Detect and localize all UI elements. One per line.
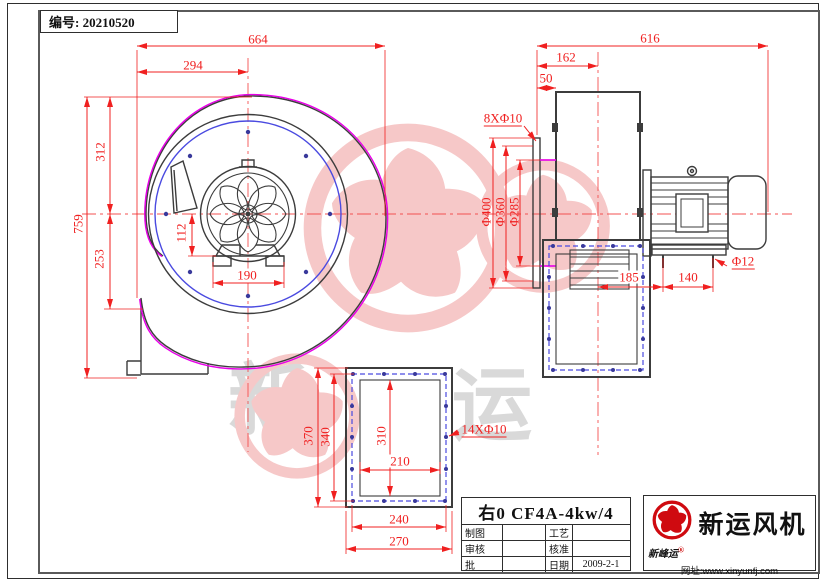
dim-flange-inner-height: 310 bbox=[373, 425, 389, 447]
dim-front-center-to-outlet: 253 bbox=[91, 249, 107, 269]
dim-inlet-flange-od: Φ400 bbox=[478, 197, 494, 227]
motor-top-lug bbox=[239, 159, 257, 168]
dim-side-inlet-to-center: 162 bbox=[556, 49, 576, 65]
dim-flange-bolt-spec: 14XΦ10 bbox=[461, 421, 507, 438]
outlet-flange-face-view bbox=[345, 367, 453, 508]
dim-inlet-bolt-spec: 8XΦ10 bbox=[483, 110, 523, 127]
outlet-bolt-line-side bbox=[547, 244, 645, 372]
watermark-char-yun: 运 bbox=[452, 361, 532, 450]
logo-block: 新运风机 新峰运® 网址:www.xinyunfj.com bbox=[643, 495, 816, 577]
dim-front-foot-span: 190 bbox=[236, 267, 258, 283]
casing-bolt-bumps bbox=[552, 123, 643, 217]
fan-logo-icon bbox=[652, 500, 692, 540]
title-block-label-drafter: 制图 bbox=[462, 525, 503, 540]
inlet-bolt-dots bbox=[163, 129, 333, 299]
side-view bbox=[532, 91, 767, 378]
brand-name: 新运风机 bbox=[698, 510, 807, 539]
dim-front-overall-width: 664 bbox=[248, 31, 268, 47]
dim-inlet-bolt-circle: Φ360 bbox=[492, 197, 508, 227]
dim-front-top-to-center: 312 bbox=[92, 142, 108, 162]
website-url: 网址:www.xinyunfj.com bbox=[680, 566, 779, 577]
sheet-inner-border bbox=[38, 10, 820, 574]
registered-mark: ® bbox=[678, 545, 684, 555]
dim-flange-bolt-height: 340 bbox=[317, 427, 333, 447]
title-block-value bbox=[503, 541, 546, 556]
title-block-value bbox=[503, 525, 546, 540]
inlet-bolt-circle bbox=[154, 120, 342, 308]
outlet-flange-side bbox=[542, 239, 651, 378]
scroll-magenta-outline bbox=[139, 93, 389, 370]
title-block-date: 2009-2-1 bbox=[582, 559, 620, 570]
serial-number-box: 编号: 20210520 bbox=[40, 10, 178, 33]
extension-lines bbox=[84, 50, 769, 554]
title-block: 右0 CF4A-4kw/4 制图 工艺 审核 核准 批 日期 2009-2-1 bbox=[461, 497, 631, 572]
dim-foot-bolt-dia: Φ12 bbox=[731, 253, 755, 270]
casing-side-walls bbox=[555, 91, 641, 240]
inlet-flange bbox=[532, 137, 541, 289]
dim-side-overall-length: 616 bbox=[640, 30, 660, 46]
title-block-label-ratify: 批 bbox=[462, 557, 503, 572]
dim-center-to-foot-bolt: 185 bbox=[618, 269, 640, 285]
dimension-lines bbox=[84, 43, 768, 552]
motor-side-bracket bbox=[170, 160, 198, 214]
dim-flange-bolt-width: 240 bbox=[388, 511, 410, 527]
title-block-value bbox=[573, 541, 629, 556]
title-block-label-approver: 核准 bbox=[546, 541, 573, 556]
drawing-title: 右0 CF4A-4kw/4 bbox=[462, 498, 630, 525]
dim-foot-bolt-spacing: 140 bbox=[677, 269, 699, 285]
dim-front-overall-height: 759 bbox=[70, 214, 86, 234]
flange-bolt-dots bbox=[350, 372, 448, 503]
leader-inlet-bolts bbox=[523, 125, 537, 142]
title-block-value bbox=[573, 525, 629, 540]
dim-flange-inner-width: 210 bbox=[389, 453, 411, 469]
title-block-value bbox=[503, 557, 546, 572]
leader-foot-bolt bbox=[714, 258, 728, 267]
title-block-label-process: 工艺 bbox=[546, 525, 573, 540]
leader-flange-bolts bbox=[448, 429, 460, 437]
dim-inlet-id: Φ285 bbox=[506, 197, 522, 227]
sub-brand-name: 新峰运® bbox=[648, 545, 684, 560]
motor-front-face bbox=[170, 159, 297, 267]
front-view-scroll-casing bbox=[126, 93, 389, 376]
serial-number: 编号: 20210520 bbox=[49, 15, 135, 30]
dim-flange-outer-height: 370 bbox=[300, 426, 316, 446]
motor-foot-bolts bbox=[662, 255, 714, 268]
dim-front-width-to-center: 294 bbox=[183, 57, 203, 73]
dim-side-inlet-to-casing: 50 bbox=[539, 70, 553, 86]
title-block-label-checker: 审核 bbox=[462, 541, 503, 556]
dim-front-center-to-foot: 112 bbox=[173, 223, 189, 243]
dim-flange-outer-width: 270 bbox=[388, 533, 410, 549]
title-block-label-date: 日期 bbox=[546, 557, 573, 572]
